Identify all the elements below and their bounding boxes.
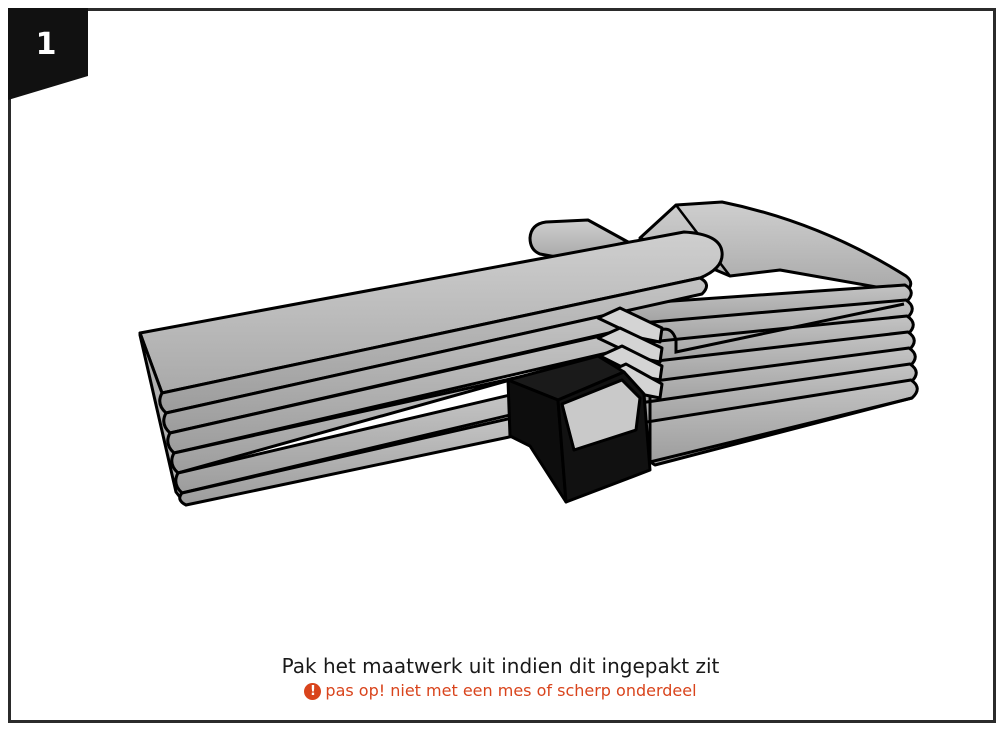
left-arm-profile (138, 230, 724, 507)
exclamation-circle-icon: ! (304, 683, 322, 700)
step-number-badge: 1 (8, 8, 90, 100)
warning-text: pas op! niet met een mes of scherp onder… (325, 681, 697, 700)
custom-profile-illustration (138, 200, 919, 507)
step-number: 1 (35, 27, 57, 62)
step-badge-shape (8, 8, 88, 100)
instruction-text: Pak het maatwerk uit indien dit ingepakt… (281, 654, 720, 678)
corner-block (506, 354, 652, 504)
warning-line: !pas op! niet met een mes of scherp onde… (0, 680, 1001, 702)
